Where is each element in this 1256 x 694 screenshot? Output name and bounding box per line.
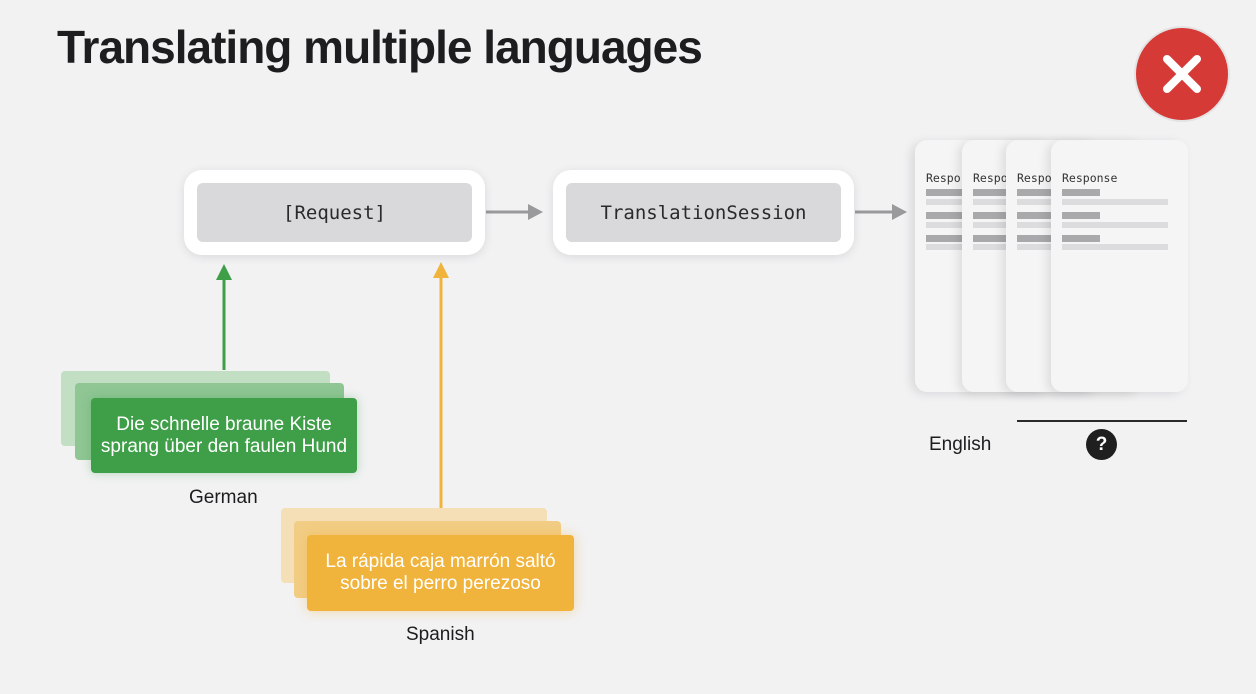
response-line xyxy=(1062,235,1100,242)
close-icon xyxy=(1163,55,1201,93)
arrow-german-to-request xyxy=(216,264,232,370)
translation-session-node: TranslationSession xyxy=(553,170,854,255)
response-card: Response xyxy=(1051,140,1188,392)
response-line xyxy=(973,189,1011,196)
response-card-title: Response xyxy=(1062,171,1118,185)
response-line xyxy=(926,235,964,242)
slide-title: Translating multiple languages xyxy=(57,21,703,73)
help-button[interactable]: ? xyxy=(1086,429,1117,460)
response-line xyxy=(1017,235,1055,242)
response-line xyxy=(973,212,1011,219)
response-line xyxy=(1062,189,1100,196)
close-button[interactable] xyxy=(1136,28,1228,120)
german-text-card: Die schnelle braune Kiste sprang über de… xyxy=(91,398,357,473)
response-line xyxy=(1017,189,1055,196)
request-node: [Request] xyxy=(184,170,485,255)
response-card-title: Respor xyxy=(1017,171,1059,185)
response-line xyxy=(1062,244,1168,250)
response-card-title: Respor xyxy=(926,171,968,185)
english-label: English xyxy=(929,434,992,455)
spanish-text-card: La rápida caja marrón saltó sobre el per… xyxy=(307,535,574,611)
arrow-request-to-session xyxy=(486,204,543,220)
arrow-spanish-to-request xyxy=(433,262,449,508)
request-label: [Request] xyxy=(197,183,472,242)
divider xyxy=(1017,420,1187,422)
response-line xyxy=(1062,222,1168,228)
response-card-title: Respor xyxy=(973,171,1015,185)
question-mark-icon: ? xyxy=(1095,433,1108,455)
arrow-session-to-responses xyxy=(855,204,907,220)
response-line xyxy=(1062,199,1168,205)
response-line xyxy=(1062,212,1100,219)
response-line xyxy=(926,212,964,219)
response-line xyxy=(926,189,964,196)
spanish-label: Spanish xyxy=(406,624,475,645)
response-line xyxy=(1017,212,1055,219)
translation-session-label: TranslationSession xyxy=(566,183,841,242)
response-line xyxy=(973,235,1011,242)
german-label: German xyxy=(189,487,258,508)
